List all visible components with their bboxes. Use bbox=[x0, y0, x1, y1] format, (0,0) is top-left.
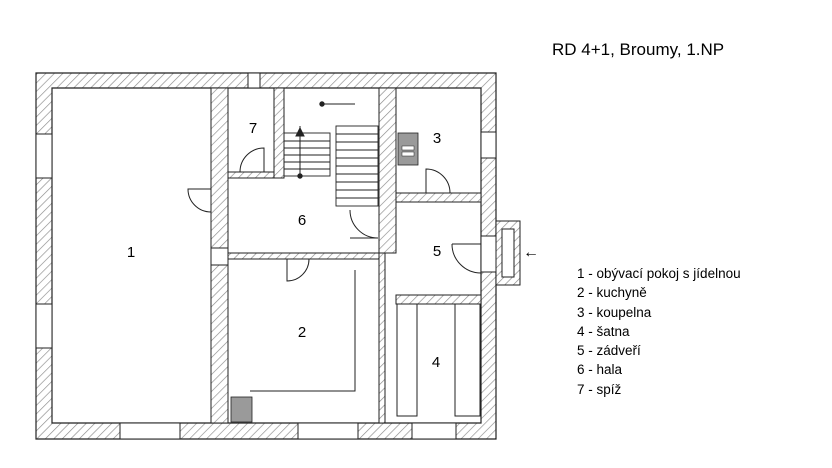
stair-arrows bbox=[295, 101, 325, 179]
room-number-1: 1 bbox=[127, 244, 135, 261]
legend-item: 3 - koupelna bbox=[577, 304, 652, 320]
staircase bbox=[283, 103, 379, 207]
entrance-arrow: ← bbox=[523, 244, 539, 261]
room-number-5: 5 bbox=[433, 243, 441, 260]
room-number-7: 7 bbox=[249, 120, 257, 137]
wardrobes bbox=[396, 303, 481, 417]
legend-item: 2 - kuchyně bbox=[577, 285, 647, 301]
legend-item: 5 - zádveří bbox=[577, 343, 641, 359]
room-number-2: 2 bbox=[298, 324, 306, 341]
room-number-3: 3 bbox=[433, 130, 441, 147]
room-number-4: 4 bbox=[432, 354, 440, 371]
kitchen-stove bbox=[230, 396, 253, 423]
room-numbers: 1 2 3 4 5 6 7 bbox=[127, 120, 441, 371]
room-legend: 1 - obývací pokoj s jídelnou 2 - kuchyně… bbox=[577, 264, 741, 399]
legend-item: 1 - obývací pokoj s jídelnou bbox=[577, 266, 741, 281]
kitchen-counter bbox=[250, 270, 356, 392]
legend-item: 6 - hala bbox=[577, 362, 623, 378]
legend-item: 4 - šatna bbox=[577, 323, 630, 339]
window-openings bbox=[35, 72, 497, 440]
room-number-6: 6 bbox=[298, 212, 306, 229]
plan-title: RD 4+1, Broumy, 1.NP bbox=[552, 40, 725, 59]
interior-walls bbox=[210, 87, 482, 424]
legend-item: 7 - spíž bbox=[577, 381, 622, 397]
